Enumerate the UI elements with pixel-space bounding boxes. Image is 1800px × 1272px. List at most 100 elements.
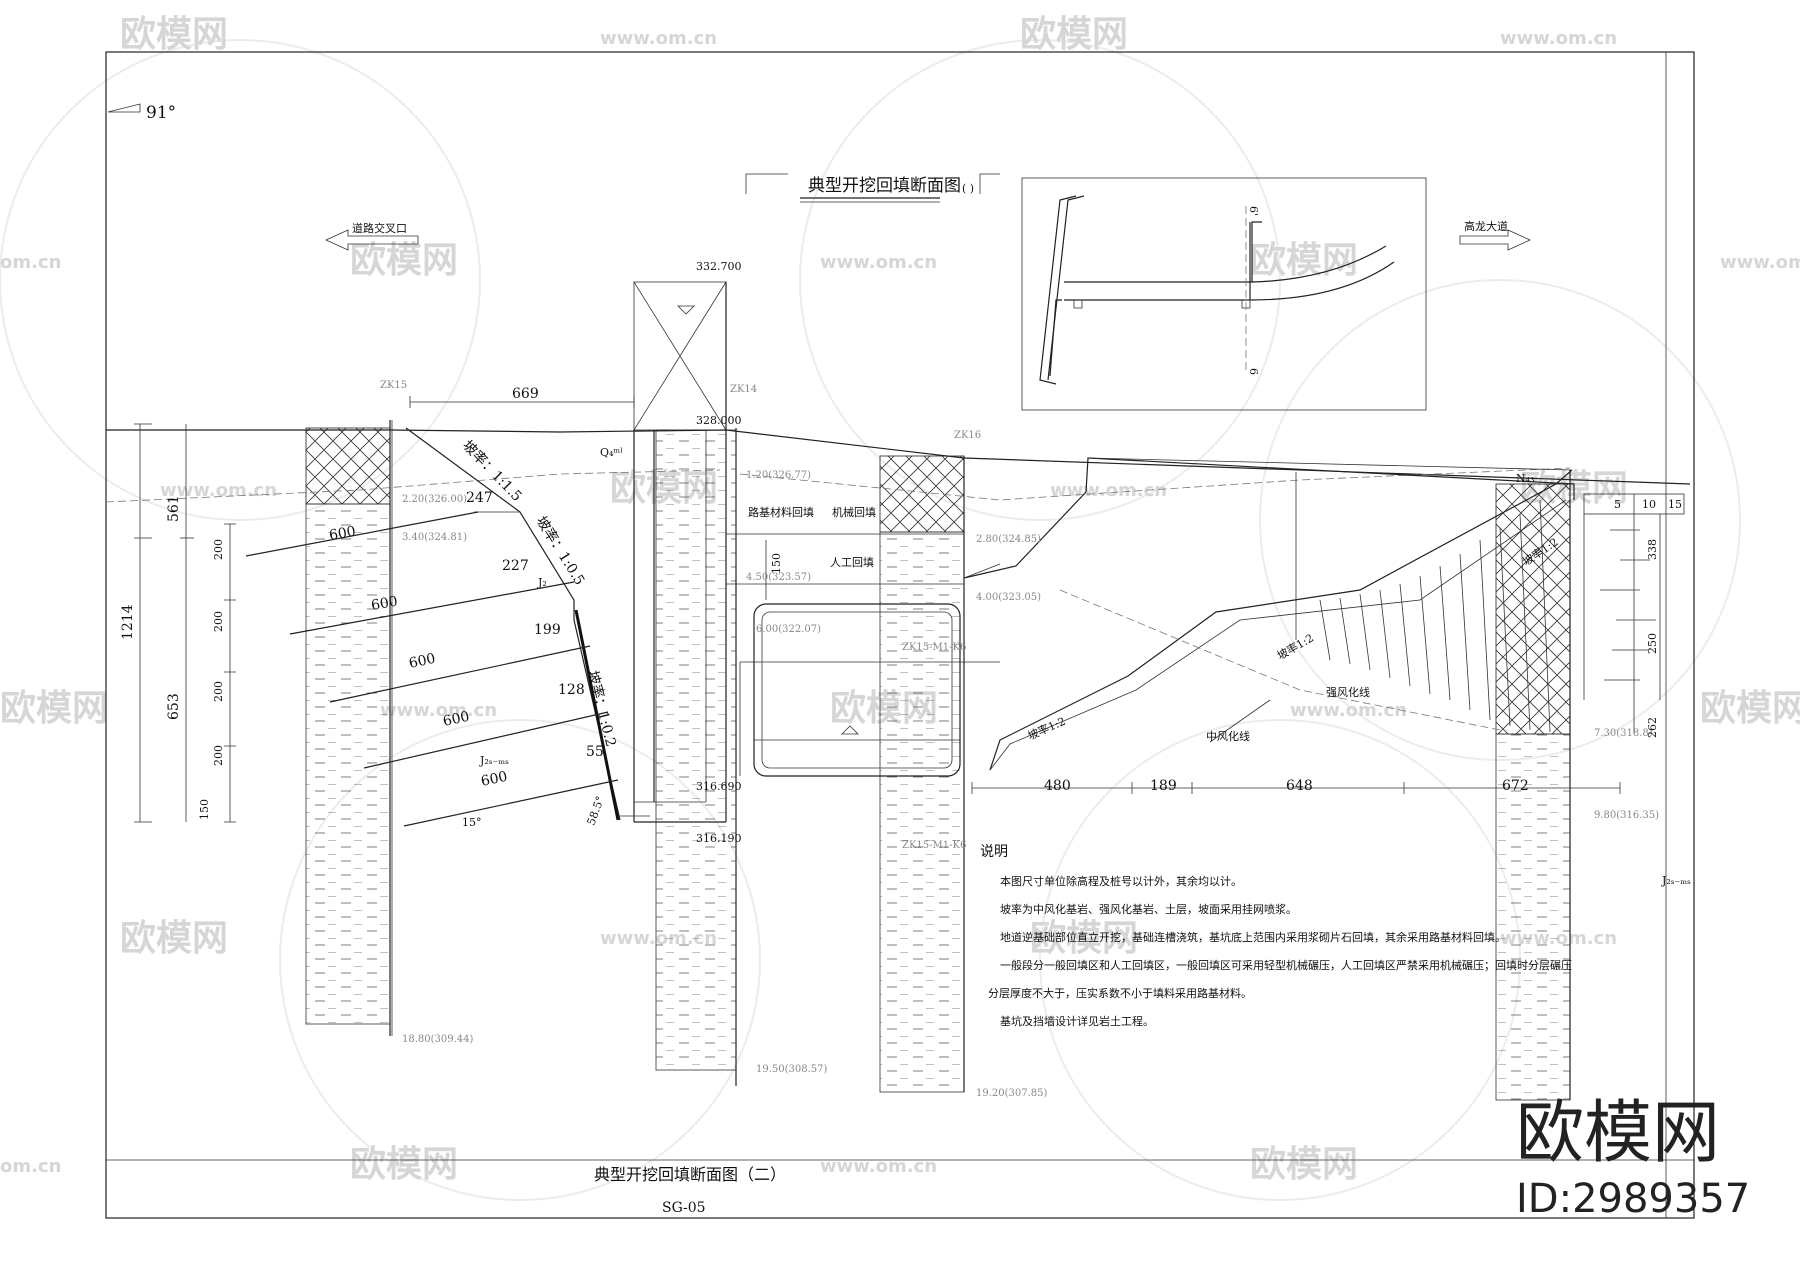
watermark-brand: 欧模网 (1250, 1144, 1358, 1185)
slope-1-2-a: 坡率1:2 (1026, 714, 1068, 743)
keyplan-section-top: 6' (1247, 206, 1260, 216)
brand-logo-text: 欧模网 (1516, 1094, 1720, 1173)
brand-id: ID:2989357 (1516, 1176, 1750, 1222)
watermark-brand: 欧模网 (1020, 14, 1128, 55)
ruler-val-4: 338 (1646, 539, 1659, 560)
ground-surface (106, 429, 1691, 485)
title-leader (745, 173, 788, 194)
key-plan: 6' 6 (1021, 177, 1427, 411)
watermark-brand: 欧模网 (120, 14, 228, 55)
bh-tag-1: ZK15-M1-K6 (902, 642, 966, 653)
soil-boundary-right (739, 467, 1571, 501)
direction-left-label: 道路交叉口 (352, 221, 407, 235)
footer-title: 典型开挖回填断面图（二） (594, 1165, 786, 1184)
notes-line-3: 地道逆基础部位直立开挖，基础连槽浇筑，基坑底上范围内采用浆砌片石回填，其余采用路… (1000, 930, 1506, 944)
soil-boundary-left (105, 469, 721, 503)
label-mech-fill: 机械回填 (832, 505, 876, 519)
angle-mark: 91° (146, 103, 176, 123)
angle-marker (107, 103, 141, 113)
bench-width-2: 227 (502, 558, 529, 574)
borehole-tag-a: ZK15 (380, 380, 407, 391)
watermark-url: www.om.cn (380, 700, 497, 721)
hatch-block-left (305, 427, 391, 505)
dim-bottom-4: 672 (1502, 778, 1529, 794)
anchor-length-4: 600 (442, 709, 471, 730)
bench-width-5: 55 (586, 744, 604, 760)
drawing-title: 典型开挖回填断面图 (808, 176, 961, 196)
notes-line-5: 分层厚度不大于，压实系数不小于填料采用路基材料。 (988, 986, 1252, 1000)
watermark-url-short: om.cn (0, 1156, 61, 1177)
road-deck (963, 457, 1575, 579)
bh-c-2: 4.00(323.05) (976, 592, 1041, 603)
notes-block: 说明 本图尺寸单位除高程及桩号以计外，其余均以计。 坡率为中风化基岩、强风化基岩… (980, 844, 1572, 1028)
label-manual-fill: 人工回填 (830, 555, 874, 569)
weathering-line (1059, 589, 1501, 731)
direction-right: 高龙大道 (1459, 219, 1531, 251)
dim-row-3: 200 (212, 681, 225, 702)
anchor-rows (245, 511, 619, 827)
dim-row-5: 150 (198, 799, 211, 820)
angle-15: 15° (462, 816, 482, 829)
excavation-slope (405, 427, 621, 821)
bh-d-2: 9.80(316.35) (1594, 810, 1659, 821)
drawing-frame (105, 51, 1695, 1219)
road-deck-top (1087, 457, 1573, 471)
watermark-brand: 欧模网 (120, 918, 228, 959)
dim-left-lower: 653 (166, 693, 182, 720)
title-leader-2 (979, 173, 1000, 194)
watermark-url: www.om.cn (160, 480, 277, 501)
direction-left: 道路交叉口 (325, 221, 419, 251)
notes-heading: 说明 (980, 844, 1008, 860)
ruler-val-3: 15 (1668, 498, 1682, 511)
watermark-layer: 欧模网 欧模网 www.om.cn www.om.cn 欧模网 欧模网 www.… (0, 14, 1800, 1201)
mid-weather-leader (1209, 699, 1271, 743)
watermark-url-short: om.cn (0, 252, 61, 273)
right-ruler (1583, 493, 1685, 700)
bh-b-1: 1.20(326.77) (746, 470, 811, 481)
label-strong-weather: 强风化线 (1326, 685, 1370, 699)
culvert-box (739, 603, 1000, 777)
bh-a-1: 2.20(326.00) (402, 494, 467, 505)
elev-top-wall: 332.700 (696, 260, 742, 273)
right-stepped-cut (989, 469, 1573, 771)
anchor-length-2: 600 (370, 594, 399, 614)
watermark-brand: 欧模网 (1700, 688, 1800, 729)
watermark-brand: 欧模网 (1250, 240, 1358, 281)
label-j2-short: J₂ (537, 576, 547, 589)
watermark-brand: 欧模网 (350, 1144, 458, 1185)
dim-row-2: 200 (212, 611, 225, 632)
watermark-url: www.om.cn (1050, 480, 1167, 501)
borehole-tag-c: ZK16 (954, 430, 981, 441)
notes-line-4: 一般段分一般回填区和人工回填区，一般回填区可采用轻型机械碾压，人工回填区严禁采用… (1000, 958, 1572, 972)
label-j2-right: J₂ₛ₋ₘₛ (1661, 874, 1691, 887)
ruler-val-5: 250 (1646, 633, 1659, 654)
label-j2-left: J₂ₛ₋ₘₛ (479, 754, 509, 767)
angle-58: 58.5° (585, 794, 607, 827)
dim-bottom-3: 648 (1286, 778, 1313, 794)
label-road-fill: 路基材料回填 (748, 505, 814, 519)
notes-line-2: 坡率为中风化基岩、强风化基岩、土层，坡面采用挂网喷浆。 (1000, 902, 1297, 916)
bh-d-1: 7.30(318.8) (1594, 728, 1653, 739)
dim-row-4: 200 (212, 745, 225, 766)
watermark-url: www.om.cn (1500, 28, 1617, 49)
elev-floor-1: 316.690 (696, 780, 742, 793)
bh-tag-2: ZK15-M1-K6 (902, 840, 966, 851)
elev-roof: 328.000 (696, 414, 742, 427)
anchor-length-1: 600 (328, 524, 357, 544)
label-n43: N₄₃ (1516, 472, 1534, 485)
ruler-val-1: 5 (1614, 498, 1621, 511)
slope-1-0.2: 坡率：1:0.2 (584, 669, 619, 749)
anchor-length-3: 600 (408, 651, 437, 672)
bh-b-2: 4.50(323.57) (746, 572, 811, 583)
keyplan-section-bottom: 6 (1247, 368, 1260, 375)
direction-right-label: 高龙大道 (1464, 219, 1508, 233)
bench-width-3: 199 (534, 622, 561, 638)
watermark-url: www.om.cn (820, 252, 937, 273)
slope-1-2-b: 坡率1:2 (1275, 631, 1316, 663)
bh-c-3: 19.20(307.85) (976, 1088, 1048, 1099)
bh-b-4: 19.50(308.57) (756, 1064, 828, 1075)
ruler-val-2: 10 (1642, 498, 1656, 511)
hatch-block-far-right (1495, 483, 1571, 735)
watermark-url: www.om.cn (600, 28, 717, 49)
borehole-tag-b: ZK14 (730, 384, 757, 395)
